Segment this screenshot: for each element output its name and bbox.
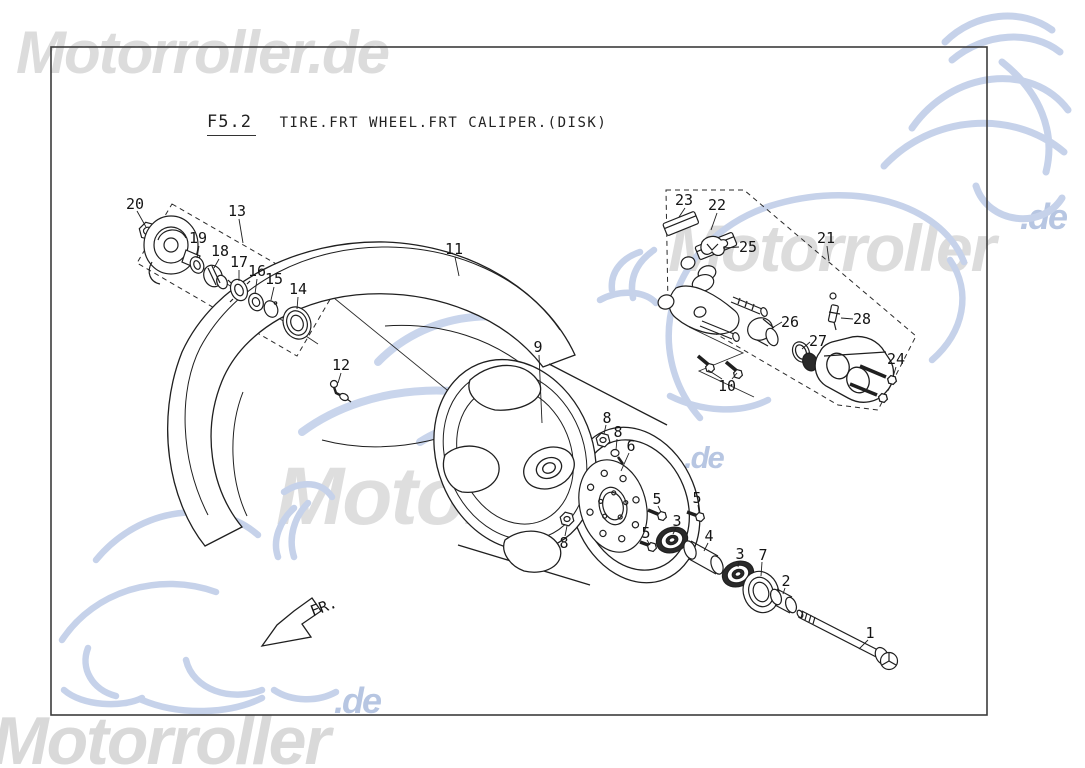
- callout-24: 24: [886, 350, 906, 368]
- callout-1: 1: [865, 624, 875, 642]
- part-bleed-valve-28: [827, 292, 841, 331]
- callout-6: 6: [626, 437, 636, 455]
- part-nuts-8: [559, 432, 625, 527]
- callout-27: 27: [808, 332, 828, 350]
- callout-15: 15: [264, 270, 284, 288]
- part-speedometer-drive: [143, 215, 201, 285]
- callout-5b: 5: [692, 489, 702, 507]
- callout-20: 20: [125, 195, 145, 213]
- callout-12: 12: [331, 356, 351, 374]
- watermark-tld-center: .de: [684, 440, 725, 475]
- part-pad-spring-25: [700, 235, 729, 257]
- callout-4: 4: [704, 527, 714, 545]
- callout-18: 18: [210, 242, 230, 260]
- part-spacer-2: [769, 588, 798, 614]
- callout-21: 21: [816, 229, 836, 247]
- watermark-logo-bottom-left-scooter: [58, 481, 340, 715]
- figure-name: TIRE.FRT WHEEL.FRT CALIPER.(DISK): [279, 115, 608, 131]
- figure-code: F5.2: [207, 112, 256, 136]
- callout-28: 28: [852, 310, 872, 328]
- part-retainer-17: [227, 278, 251, 303]
- part-washer-19: [189, 256, 205, 274]
- callout-14: 14: [288, 280, 308, 298]
- part-brake-pad-23: [662, 211, 700, 236]
- watermark-logo-top-right-scooter: [880, 12, 1072, 223]
- callout-8a: 8: [602, 409, 612, 427]
- callout-8c: 8: [559, 534, 569, 552]
- callout-19: 19: [188, 229, 208, 247]
- callout-22: 22: [707, 196, 727, 214]
- callout-13: 13: [227, 202, 247, 220]
- callout-2: 2: [781, 572, 791, 590]
- watermark-tld-bottom: .de: [334, 680, 382, 721]
- callout-8b: 8: [613, 423, 623, 441]
- part-bearing-3a: [655, 526, 689, 554]
- part-washer-16: [248, 292, 264, 312]
- callout-3a: 3: [672, 512, 682, 530]
- callout-26: 26: [780, 313, 800, 331]
- callout-5c: 5: [641, 524, 651, 542]
- figure-title: F5.2 TIRE.FRT WHEEL.FRT CALIPER.(DISK): [207, 112, 608, 136]
- part-tire: [167, 241, 576, 547]
- callout-16: 16: [247, 262, 267, 280]
- callout-25: 25: [738, 238, 758, 256]
- part-front-axle-1: [796, 609, 899, 671]
- leader-lines: [136, 207, 897, 650]
- part-axle-sleeve-4: [683, 540, 724, 575]
- watermark-text-top-left: Motorroller.de: [16, 19, 390, 86]
- part-caliper-bracket: [657, 256, 768, 342]
- part-valve-stem: [329, 379, 352, 403]
- part-brake-disc: [578, 459, 648, 553]
- part-dust-seal-14: [282, 306, 312, 340]
- callout-11: 11: [444, 240, 464, 258]
- watermark-text-bottom: Motorroller: [0, 703, 331, 768]
- diagram-frame: [50, 46, 988, 716]
- part-mount-bolts-10: [696, 354, 744, 380]
- callout-23: 23: [674, 191, 694, 209]
- part-speedo-gear-18: [203, 264, 228, 290]
- callout-7: 7: [758, 546, 768, 564]
- watermark-logo-center-bird: [596, 192, 968, 422]
- callout-3b: 3: [735, 545, 745, 563]
- front-direction-arrow: [260, 597, 322, 647]
- callout-5a: 5: [652, 490, 662, 508]
- part-oil-seal-7: [742, 570, 780, 614]
- callout-10: 10: [717, 377, 737, 395]
- part-circlip-15: [263, 298, 279, 318]
- part-caliper-piston-26: [747, 317, 779, 347]
- callout-9: 9: [533, 338, 543, 356]
- part-caliper-body: [802, 335, 898, 404]
- callout-17: 17: [229, 253, 249, 271]
